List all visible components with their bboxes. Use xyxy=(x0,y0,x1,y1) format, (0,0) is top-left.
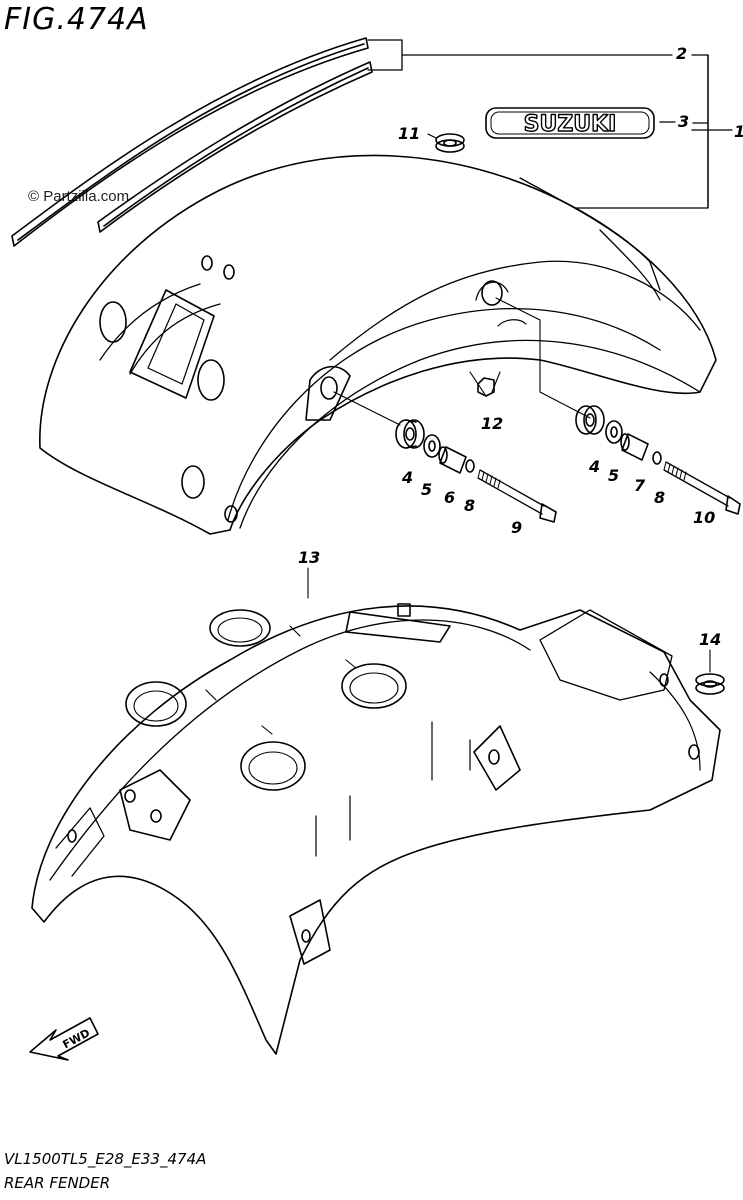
emblem-text: SUZUKI xyxy=(524,112,617,137)
callout-8-left: 8 xyxy=(464,496,476,515)
right-mount-hardware xyxy=(575,405,741,515)
callout-5-right: 5 xyxy=(608,466,620,485)
callout-1: 1 xyxy=(734,122,743,141)
diagram-name: REAR FENDER xyxy=(4,1174,111,1192)
callout-5-left: 5 xyxy=(421,480,433,499)
tape-strip-upper xyxy=(11,37,369,247)
fwd-arrow: FWD xyxy=(29,1017,99,1061)
figure-title: FIG.474A xyxy=(4,2,149,37)
callout-7: 7 xyxy=(634,476,646,495)
callout-12: 12 xyxy=(481,414,504,433)
callout-4-right: 4 xyxy=(589,457,601,476)
rear-fender-inner xyxy=(31,603,721,1055)
callout-8-right: 8 xyxy=(654,488,666,507)
callout-3: 3 xyxy=(678,112,690,131)
callout-6: 6 xyxy=(444,488,456,507)
left-mount-hardware xyxy=(395,419,557,523)
callout-13: 13 xyxy=(298,548,321,567)
callout-2: 2 xyxy=(676,44,688,63)
callout-4-left: 4 xyxy=(402,468,414,487)
suzuki-emblem: SUZUKI xyxy=(485,107,655,139)
watermark: © Partzilla.com xyxy=(28,188,130,205)
callout-9: 9 xyxy=(511,518,523,537)
callout-11: 11 xyxy=(398,124,421,143)
grommet-14 xyxy=(695,649,725,695)
nut-12 xyxy=(477,377,495,397)
callout-14: 14 xyxy=(699,630,722,649)
diagram-code: VL1500TL5_E28_E33_474A xyxy=(4,1150,207,1168)
rear-fender-upper xyxy=(39,154,717,535)
callout-10: 10 xyxy=(693,508,716,527)
grommet-11 xyxy=(427,133,465,153)
tape-strip-lower xyxy=(97,61,373,233)
